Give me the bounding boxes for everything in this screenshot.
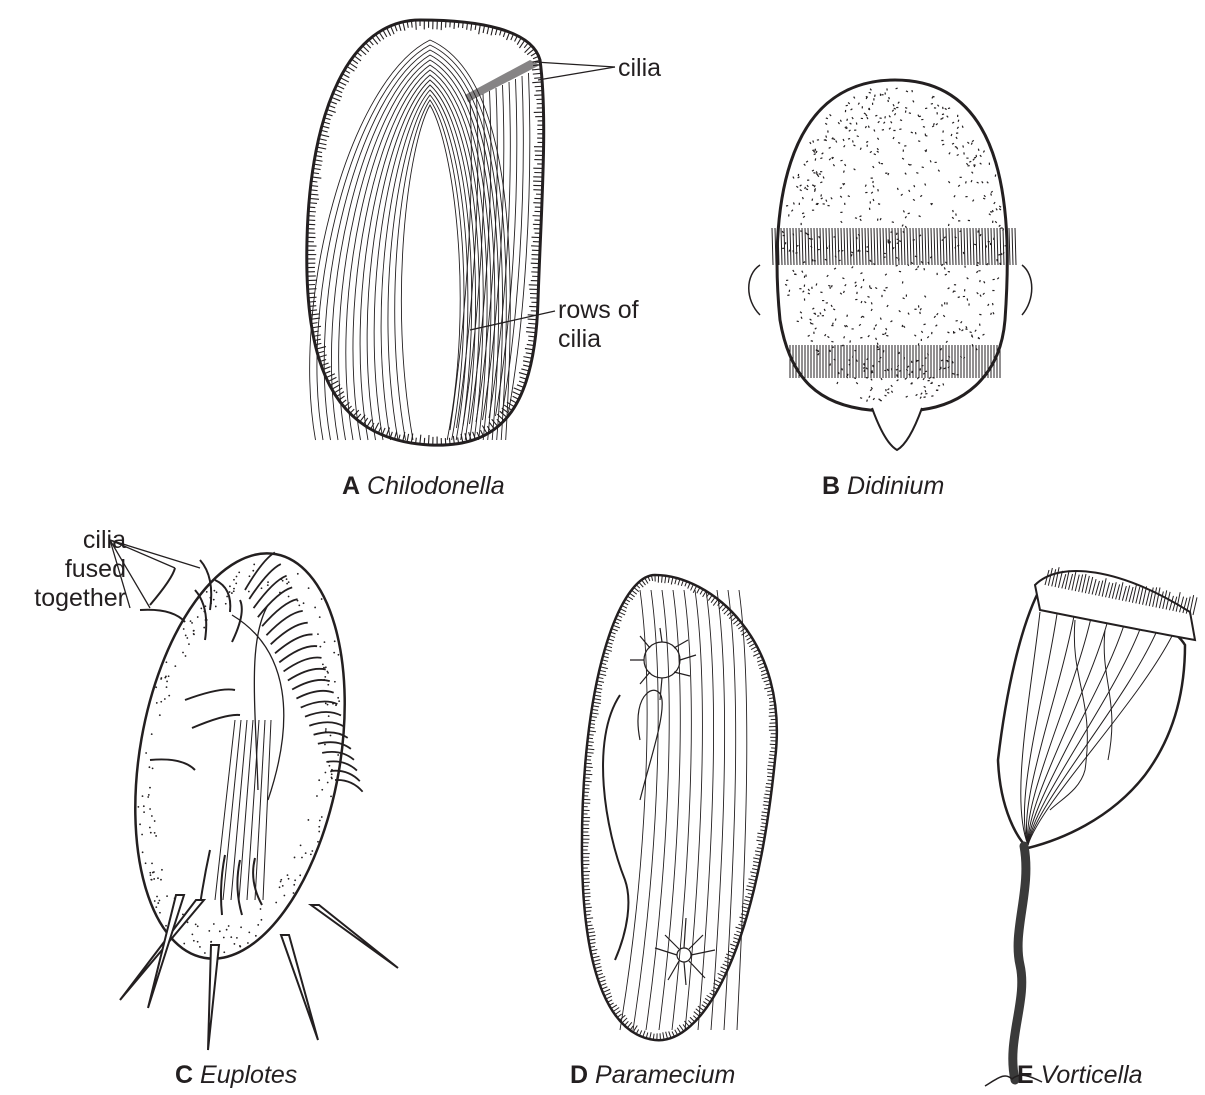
fused-cilia-line-2: fused [6,555,126,584]
fused-cilia-callout: cilia fused together [6,526,126,613]
panel-label-a: A Chilodonella [342,472,505,501]
panel-name-didinium: Didinium [847,472,944,500]
paramecium-drawing [582,575,777,1040]
rows-cilia-callout-line: cilia [558,325,639,354]
didinium-proboscis [872,408,922,450]
cilia-pointer-line-2 [538,67,615,80]
rows-of-callout-line: rows of [558,296,639,325]
panel-name-chilodonella: Chilodonella [367,472,505,500]
panel-label-d: D Paramecium [570,1061,735,1090]
panel-name-euplotes: Euplotes [200,1061,297,1089]
panel-label-b: B Didinium [822,472,944,501]
fused-cilia-line-3: together [6,584,126,613]
vorticella-stalk [1013,846,1026,1080]
rows-of-cilia-callout: rows of cilia [558,296,639,354]
panel-letter-a: A [342,472,360,500]
euplotes-drawing [106,537,398,1050]
panel-label-c: C Euplotes [175,1061,297,1090]
panel-letter-e: E [1017,1061,1034,1089]
panel-letter-c: C [175,1061,193,1089]
chilodonella-drawing [307,20,615,445]
cilia-pointer-line-1 [535,62,615,67]
vorticella-drawing [985,567,1197,1086]
panel-letter-d: D [570,1061,588,1089]
panel-letter-b: B [822,472,840,500]
panel-name-paramecium: Paramecium [595,1061,735,1089]
cilia-callout-A: cilia [618,54,661,83]
didinium-drawing [749,80,1032,450]
didinium-side-cilia-right [1022,265,1032,315]
panel-name-vorticella: Vorticella [1041,1061,1143,1089]
panel-label-e: E Vorticella [1017,1061,1143,1090]
didinium-side-cilia-left [749,265,760,315]
fused-cilia-line-1: cilia [6,526,126,555]
